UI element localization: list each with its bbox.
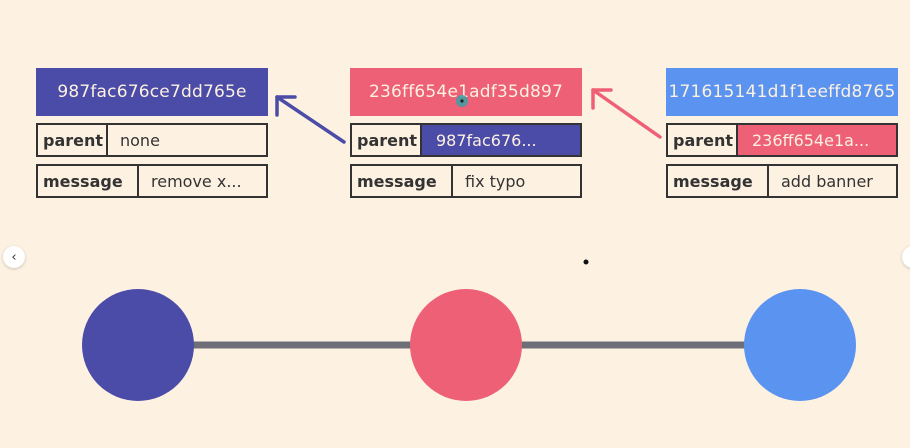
message-row: message remove x...	[36, 164, 268, 198]
parent-row: parent 236ff654e1a...	[666, 123, 898, 157]
commit-box-3: 171615141d1f1eeffd8765 parent 236ff654e1…	[666, 68, 898, 198]
parent-value: 987fac676...	[422, 125, 580, 155]
commit-node-2	[410, 289, 522, 401]
commit-box-2: 236ff654e1adf35d897 parent 987fac676... …	[350, 68, 582, 198]
next-slide-button[interactable]: ›	[902, 246, 910, 268]
parent-value: 236ff654e1a...	[738, 125, 896, 155]
prev-slide-button[interactable]: ‹	[3, 246, 25, 268]
message-row: message add banner	[666, 164, 898, 198]
commit-node-3	[744, 289, 856, 401]
commit-box-1: 987fac676ce7dd765e parent none message r…	[36, 68, 268, 198]
parent-arrow-2	[591, 88, 662, 139]
parent-row: parent 987fac676...	[350, 123, 582, 157]
message-row: message fix typo	[350, 164, 582, 198]
parent-arrow-1	[275, 95, 346, 144]
commit-hash: 236ff654e1adf35d897	[350, 68, 582, 116]
parent-row: parent none	[36, 123, 268, 157]
commit-hash: 987fac676ce7dd765e	[36, 68, 268, 116]
message-value: add banner	[781, 171, 873, 191]
message-label: message	[668, 166, 769, 196]
parent-label: parent	[38, 125, 108, 155]
parent-label: parent	[352, 125, 422, 155]
parent-value: none	[120, 130, 160, 150]
message-value: fix typo	[465, 171, 526, 191]
parent-label: parent	[668, 125, 738, 155]
commit-hash: 171615141d1f1eeffd8765	[666, 68, 898, 116]
message-label: message	[352, 166, 453, 196]
commit-node-1	[82, 289, 194, 401]
message-label: message	[38, 166, 139, 196]
cursor-dot	[460, 99, 464, 103]
message-value: remove x...	[151, 171, 242, 191]
pointer-dot	[583, 259, 589, 265]
